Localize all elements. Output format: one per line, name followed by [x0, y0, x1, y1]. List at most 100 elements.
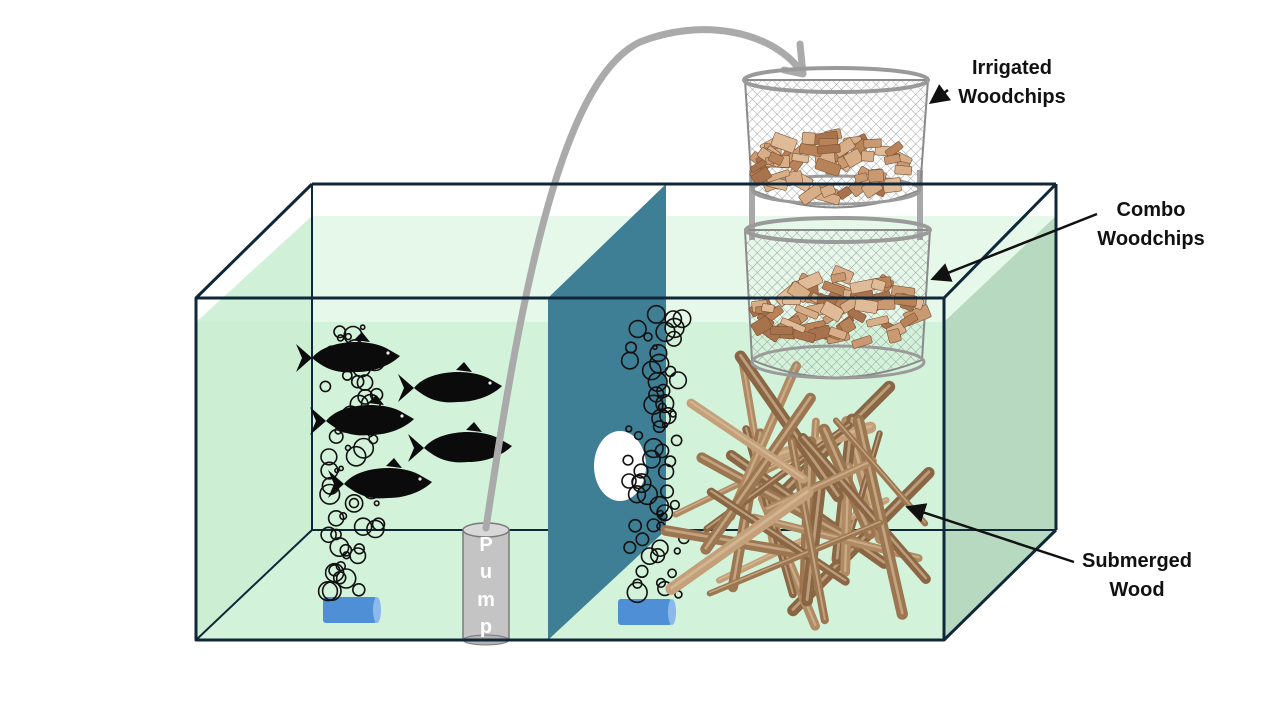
- bubble-icon: [654, 443, 670, 459]
- woodchip: [814, 157, 842, 177]
- bubble-icon: [659, 484, 675, 499]
- bubble-icon: [371, 517, 386, 532]
- woodchip: [768, 151, 784, 166]
- bubble-icon: [624, 341, 638, 354]
- wood-stick: [706, 519, 884, 597]
- bubble-icon: [636, 483, 659, 506]
- woodchip: [894, 164, 913, 176]
- fish-eye: [400, 414, 404, 418]
- woodchips-icon: [749, 128, 913, 206]
- woodchip: [860, 150, 875, 162]
- fish-eye: [386, 351, 390, 355]
- bubble-icon: [623, 540, 637, 555]
- pump-label-letter: p: [480, 616, 492, 638]
- bubble-icon: [635, 564, 649, 579]
- bubble-icon: [667, 568, 677, 579]
- submerged-label-line1: Submerged: [1082, 550, 1192, 572]
- woodchip: [868, 169, 884, 183]
- woodchip: [792, 328, 816, 344]
- basket-icon-combo: [743, 216, 932, 380]
- irrigated-label-line1: Irrigated: [972, 57, 1052, 79]
- woodchip: [761, 303, 775, 313]
- airstone-icon: [323, 597, 381, 623]
- bubble-icon: [632, 578, 643, 589]
- woodchip: [851, 335, 873, 349]
- bubble-icon: [324, 562, 345, 583]
- label-combo-woodchips: Combo Woodchips: [930, 199, 1205, 282]
- bubble-icon: [345, 445, 367, 467]
- label-submerged-wood: Submerged Wood: [905, 503, 1192, 601]
- bubble-icon: [628, 319, 647, 339]
- bubble-icon: [643, 394, 664, 415]
- wood-stick-highlight: [822, 427, 872, 535]
- bubble-icon: [319, 380, 332, 393]
- bubble-icon: [327, 509, 345, 527]
- bubble-icon: [339, 543, 353, 557]
- bubble-icon: [651, 539, 669, 558]
- bubble-icon: [319, 483, 341, 505]
- fish-body: [408, 422, 512, 463]
- bubble-icon: [670, 434, 683, 447]
- woodchip: [838, 317, 857, 335]
- water-left-side: [196, 216, 312, 640]
- woodchip: [886, 328, 902, 344]
- woodchip: [820, 300, 845, 322]
- bubble-icon: [655, 577, 667, 589]
- bubble-icon: [320, 461, 339, 480]
- bubble-icon: [649, 344, 668, 363]
- woodchip: [854, 172, 869, 184]
- fish-body: [328, 458, 432, 499]
- bubble-icon: [657, 402, 667, 412]
- woodchip: [884, 141, 904, 158]
- bubble-icon: [633, 430, 644, 441]
- woodchip: [750, 315, 773, 337]
- bubble-icon: [328, 428, 344, 444]
- bubble-icon: [344, 444, 352, 452]
- airstone-icon: [618, 599, 676, 625]
- woodchip: [791, 152, 810, 164]
- fish-body: [296, 332, 400, 373]
- bubble-icon: [334, 467, 340, 474]
- combo-label-line1: Combo: [1117, 199, 1186, 221]
- bubble-icon: [625, 425, 633, 433]
- fish-icon: [328, 458, 432, 499]
- tank-front-edges: [194, 182, 1058, 642]
- pump-icon[interactable]: P u m p: [462, 522, 510, 646]
- bubble-icon: [366, 519, 385, 539]
- bubble-icon: [344, 493, 364, 513]
- bubble-icon: [359, 324, 366, 331]
- wood-stick-highlight: [766, 459, 875, 510]
- woodchip: [770, 132, 798, 154]
- bubble-icon: [648, 386, 665, 403]
- woodchip: [900, 312, 919, 328]
- bubble-icon: [373, 500, 380, 507]
- bubble-icon: [333, 325, 347, 339]
- wood-stick-highlight: [801, 435, 928, 580]
- bubble-icon: [643, 332, 653, 342]
- wood-stick-highlight: [704, 395, 812, 550]
- bubble-icon: [353, 517, 373, 537]
- bubble-icon: [338, 465, 344, 472]
- woodchip: [751, 166, 772, 186]
- bubble-icon: [353, 437, 375, 459]
- combo-label-line2: Woodchips: [1097, 228, 1204, 250]
- bubble-icon: [622, 454, 634, 466]
- bubble-icon: [664, 455, 677, 468]
- fish-icon: [398, 362, 502, 403]
- woodchip: [816, 144, 841, 155]
- bubble-icon: [348, 497, 360, 509]
- woodchip: [820, 183, 837, 198]
- fish-body: [310, 395, 414, 436]
- woodchip: [798, 183, 824, 206]
- water-right-side: [944, 216, 1056, 640]
- bubble-icon: [641, 360, 662, 381]
- pump-label-letter: u: [480, 561, 492, 583]
- woodchip: [837, 186, 852, 200]
- fish-icon: [310, 395, 414, 436]
- bubble-icon: [320, 448, 338, 466]
- label-irrigated-woodchips: Irrigated Woodchips: [928, 57, 1066, 108]
- bubble-icon: [628, 518, 643, 533]
- bubble-icon: [328, 564, 341, 577]
- fish-eye: [488, 381, 492, 385]
